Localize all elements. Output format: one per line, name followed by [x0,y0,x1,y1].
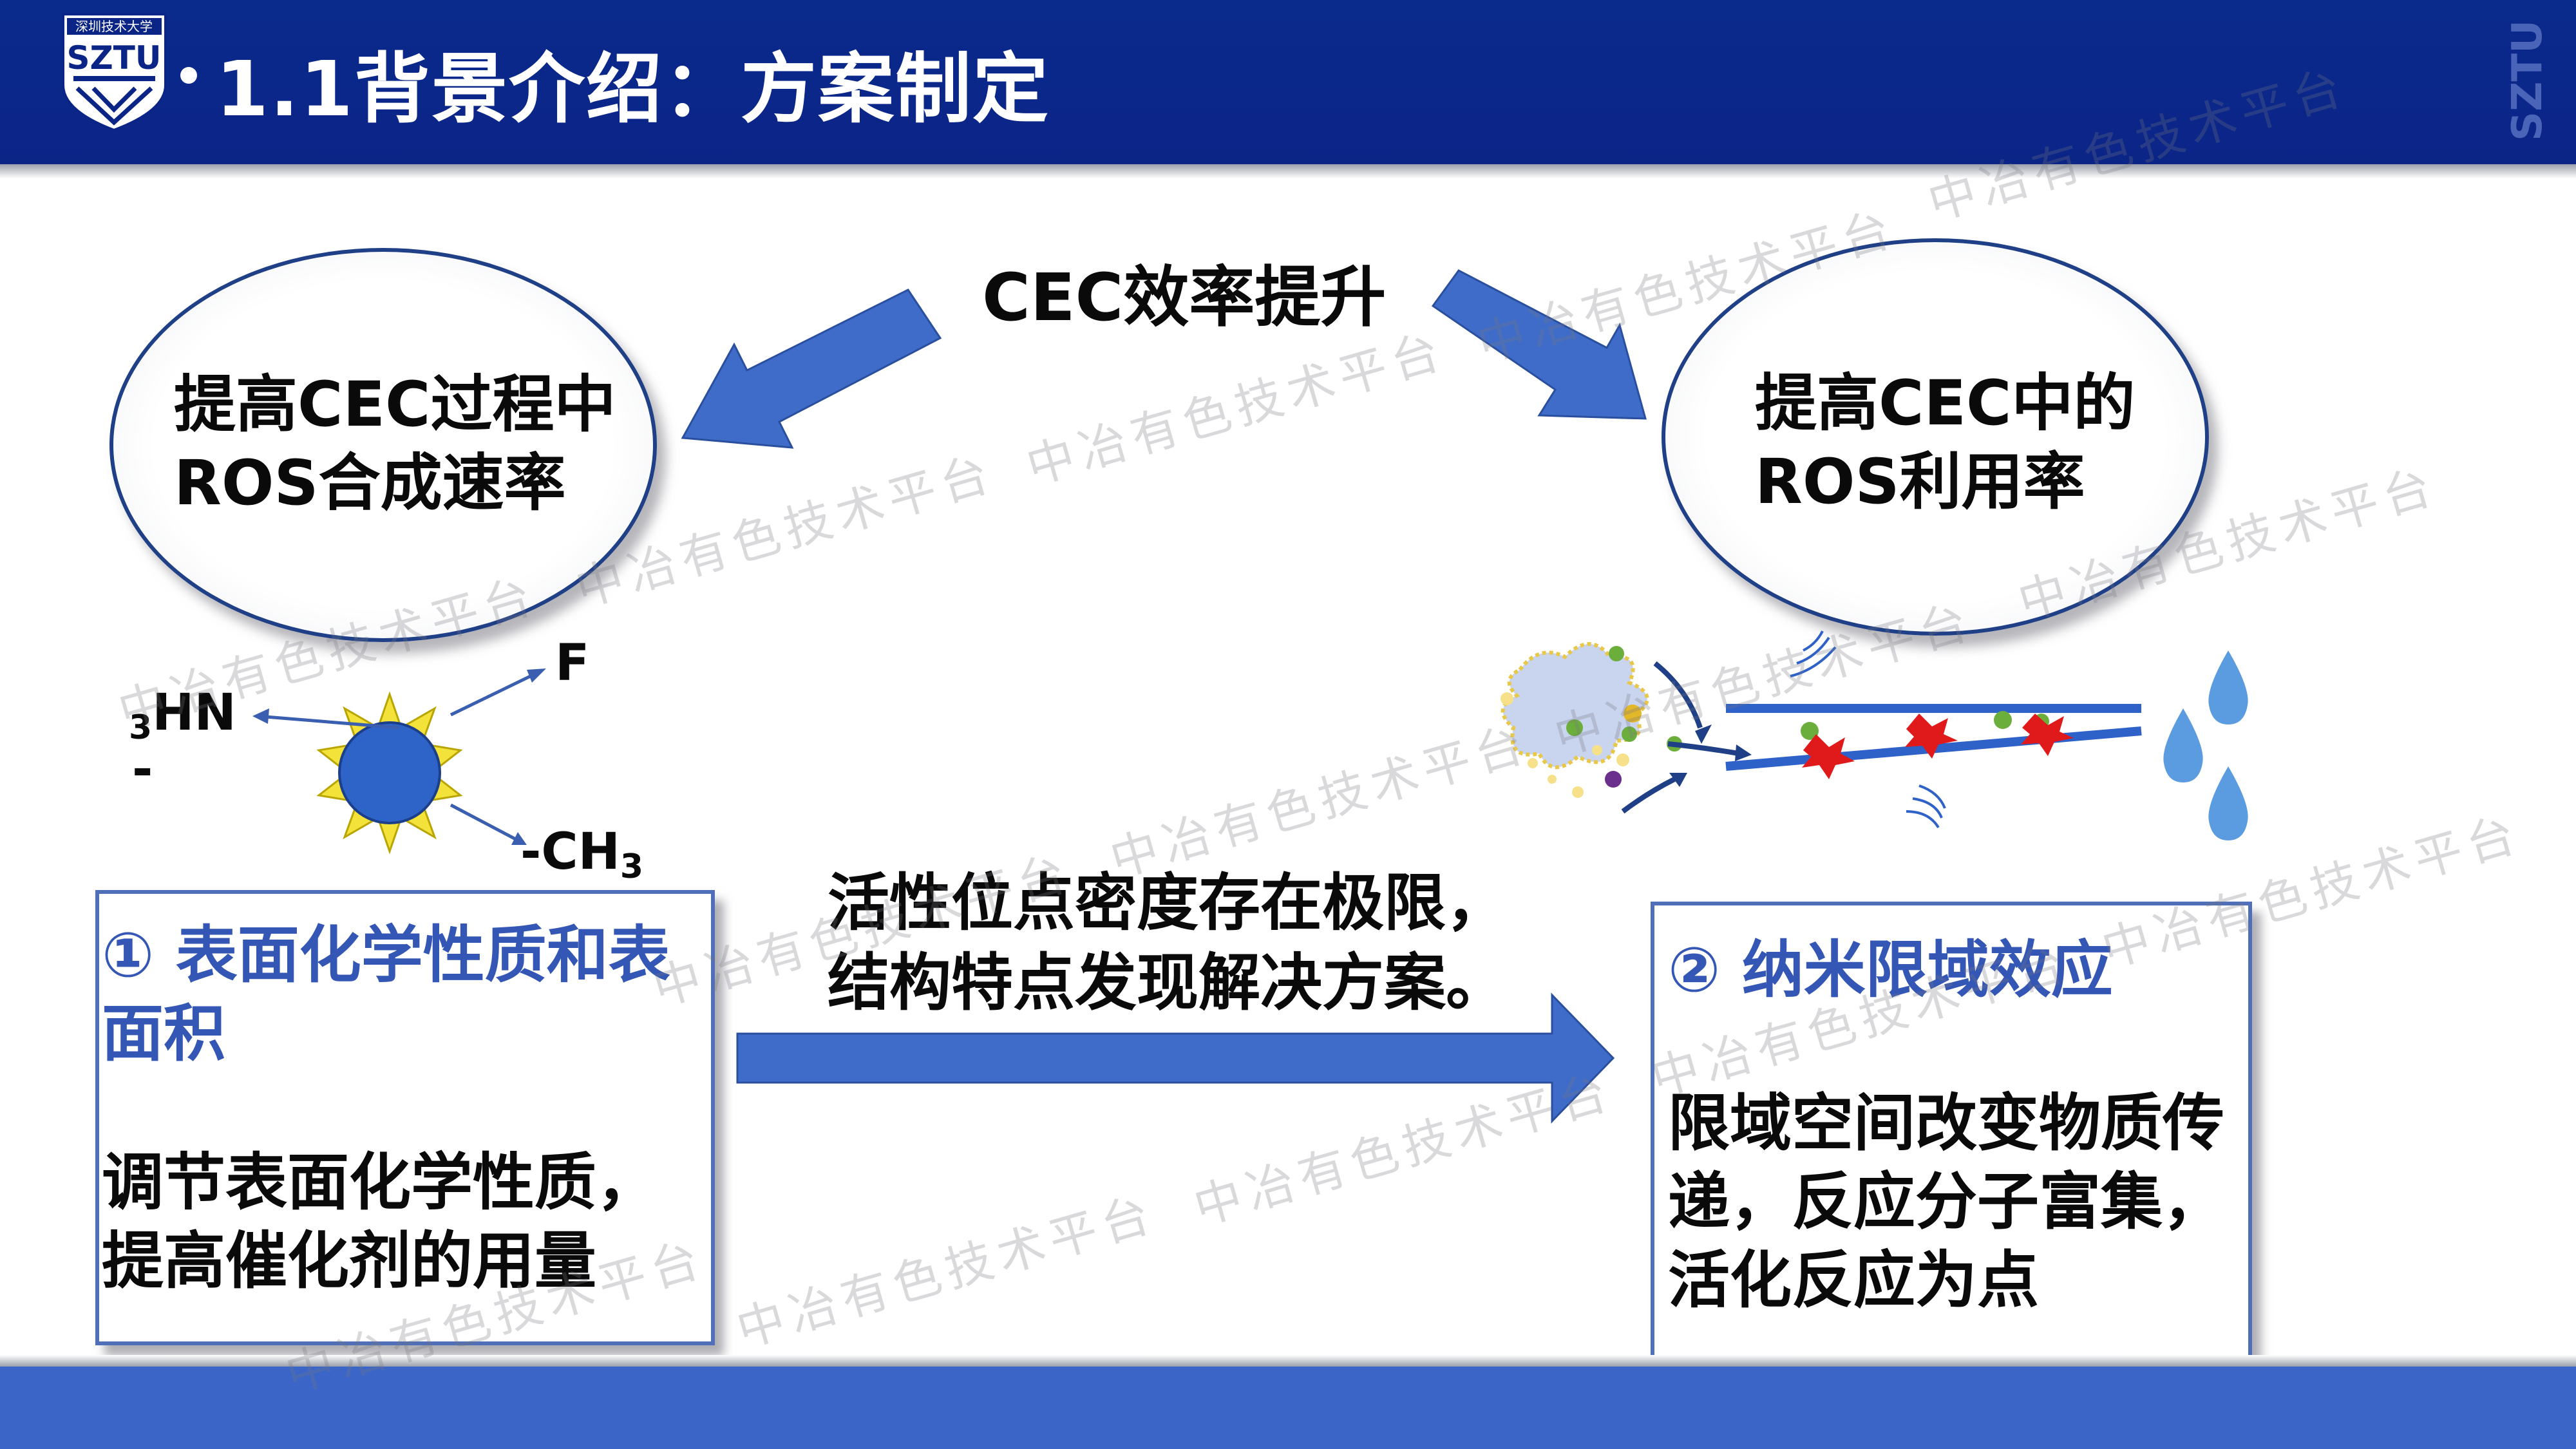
left-box [95,890,715,1345]
right-box-title: ② 纳米限域效应 [1668,934,2113,1006]
right-box-body-line3: 活化反应为点 [1668,1244,2039,1316]
molecule-label-ch3-main: -CH [520,823,620,881]
right-box-body-line1: 限域空间改变物质传 [1668,1087,2224,1159]
page-title: 1.1背景介绍：方案制定 [216,44,1050,133]
right-ellipse [1662,238,2209,636]
center-title: CEC效率提升 [982,260,1387,336]
header-bar [0,0,2576,164]
right-box [1651,902,2252,1360]
molecule-label-nh3-main: HN [152,684,236,742]
molecule-label-nh3: 3HN [129,684,236,747]
logo-cn-text: 深圳技术大学 [75,19,153,34]
middle-text-line1: 活性位点密度存在极限， [828,867,1508,939]
sztu-logo-icon: 深圳技术大学 SZTU [62,13,167,132]
watermark-text: 中冶有色技术平台 [1020,323,1452,496]
arrow-to-right-box [736,992,1615,1124]
arrow-to-left-ellipse [681,289,942,449]
right-box-body-line2: 递，反应分子富集， [1668,1166,2224,1238]
left-ellipse-line2: ROS合成速率 [174,447,566,519]
left-ellipse [109,248,657,642]
header-shadow [0,164,2576,178]
molecule-label-dash: - [132,741,153,799]
nano-confinement-illustration [1501,630,2142,829]
molecule-label-f: F [555,634,590,692]
footer-bar [0,1367,2576,1449]
left-ellipse-line1: 提高CEC过程中 [174,368,616,440]
logo-text: SZTU [67,39,162,77]
right-ellipse-line2: ROS利用率 [1755,446,2085,518]
middle-text: 活性位点密度存在极限， 结构特点发现解决方案。 [828,863,1508,1023]
middle-text-line2: 结构特点发现解决方案。 [828,947,1508,1019]
left-box-body-line1: 调节表面化学性质， [102,1146,658,1218]
molecule-label-ch3-sub: 3 [620,848,644,886]
molecule-label-nh3-sub: 3 [129,708,153,747]
watermark-text: 中冶有色技术平台 [730,1186,1162,1359]
water-drops-icon [2163,650,2248,840]
molecule-bond-lines [252,668,546,845]
title-bullet [180,67,197,84]
footer-shadow [0,1355,2576,1367]
side-brand: SZTU [2504,19,2552,142]
right-ellipse-line1: 提高CEC中的 [1755,367,2136,439]
left-box-title-line2: 面积 [102,998,225,1070]
left-box-title-line1: ① 表面化学性质和表 [102,919,670,991]
molecule-label-ch3: -CH3 [520,823,643,886]
left-box-body-line2: 提高催化剂的用量 [102,1225,596,1297]
arrow-to-right-ellipse [1431,269,1647,420]
catalyst-sun-icon [316,691,463,855]
